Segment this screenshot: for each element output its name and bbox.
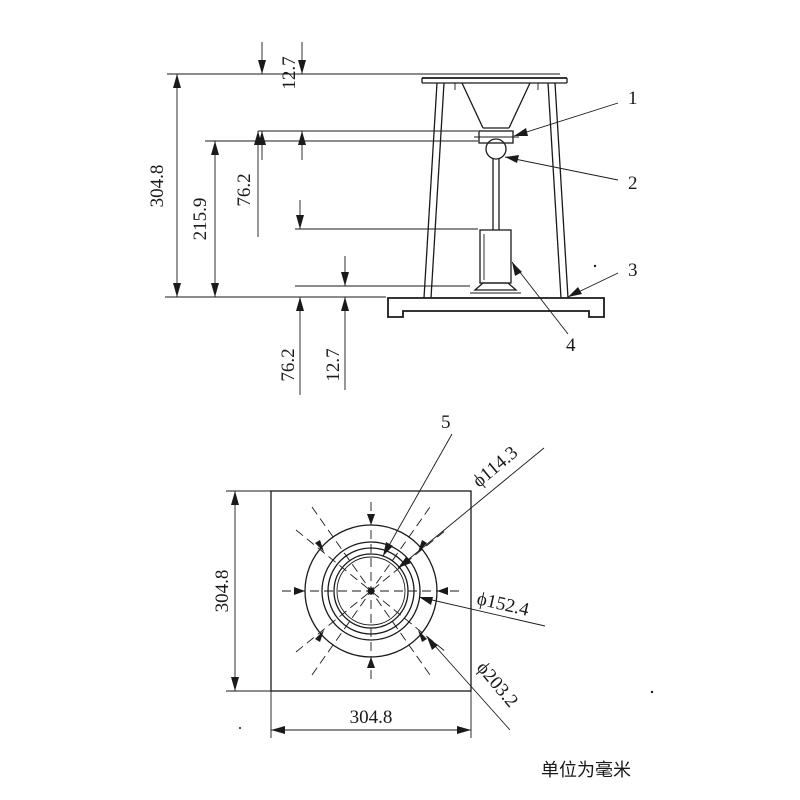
- dim-label-215-9: 215.9: [190, 198, 211, 241]
- leader-152-4: ϕ152.4: [418, 588, 546, 627]
- dim-lower-gap: 76.2: [278, 200, 304, 395]
- side-view: 304.8 215.9 76.2 12.7: [147, 42, 638, 395]
- base-square: [270, 490, 472, 692]
- measuring-cylinder: [470, 229, 521, 294]
- dim-upper-gap: 76.2: [234, 131, 262, 237]
- dim-label-phi-114-3: ϕ114.3: [469, 442, 522, 492]
- stand-legs: [423, 82, 569, 299]
- callout-4: 4: [511, 261, 576, 356]
- callout-1: 1: [513, 88, 638, 137]
- dim-label-12-7-bottom: 12.7: [323, 348, 344, 381]
- dim-plan-width: 304.8: [270, 691, 472, 738]
- radial-arrows: [294, 514, 448, 668]
- leader-203-2: ϕ203.2: [426, 636, 522, 731]
- dim-bottom-offset: 12.7: [323, 256, 349, 390]
- centerlines: [282, 502, 460, 680]
- dim-label-phi-203-2: ϕ203.2: [472, 658, 522, 712]
- callout-3: 3: [567, 260, 638, 298]
- extension-lines: [165, 73, 560, 298]
- callout-2: 2: [504, 155, 638, 194]
- dim-funnel-to-base: 215.9: [190, 141, 219, 297]
- dim-label-76-2-lower: 76.2: [278, 348, 299, 381]
- dim-label-304-8-side: 304.8: [147, 165, 168, 208]
- circle-152-4: [321, 541, 421, 641]
- dim-plan-height: 304.8: [212, 490, 271, 692]
- callout-label-2: 2: [628, 173, 638, 194]
- valve-assembly: [474, 130, 519, 230]
- top-plate: [421, 77, 568, 84]
- dim-label-12-7-top: 12.7: [279, 56, 300, 89]
- dim-top-offset: 12.7: [258, 42, 306, 160]
- circle-innermost: [336, 556, 406, 626]
- dim-overall-height: 304.8: [147, 74, 181, 297]
- callout-label-5: 5: [441, 412, 451, 433]
- callout-label-4: 4: [566, 335, 576, 356]
- plan-view: 304.8 304.8 5 ϕ114.3 ϕ152.4: [212, 412, 654, 738]
- base-plate: [387, 297, 605, 318]
- callout-5: 5: [382, 412, 453, 557]
- dim-label-304-8-width: 304.8: [350, 707, 393, 728]
- callout-label-1: 1: [628, 88, 638, 109]
- callout-label-3: 3: [628, 260, 638, 281]
- units-note: 单位为毫米: [541, 760, 631, 781]
- dim-label-76-2-upper: 76.2: [234, 173, 255, 206]
- funnel: [454, 82, 539, 129]
- dim-label-304-8-height: 304.8: [212, 570, 233, 613]
